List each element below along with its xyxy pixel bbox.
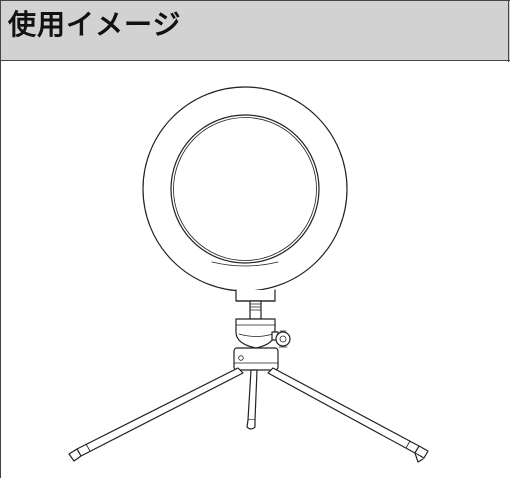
lock-knob <box>275 331 291 347</box>
ring-light-on-tripod-icon <box>68 86 429 463</box>
tripod-leg-center <box>246 369 258 430</box>
page-title: 使用イメージ <box>8 8 182 41</box>
ring-light-inner <box>170 114 320 264</box>
header-right-border <box>508 0 509 62</box>
tripod-collar <box>233 347 279 371</box>
ring-mount-block <box>235 289 276 302</box>
ball-head <box>235 318 276 349</box>
panel-header: 使用イメージ <box>1 1 510 61</box>
tripod-leg-right <box>267 367 429 463</box>
tripod-leg-left <box>68 367 244 462</box>
